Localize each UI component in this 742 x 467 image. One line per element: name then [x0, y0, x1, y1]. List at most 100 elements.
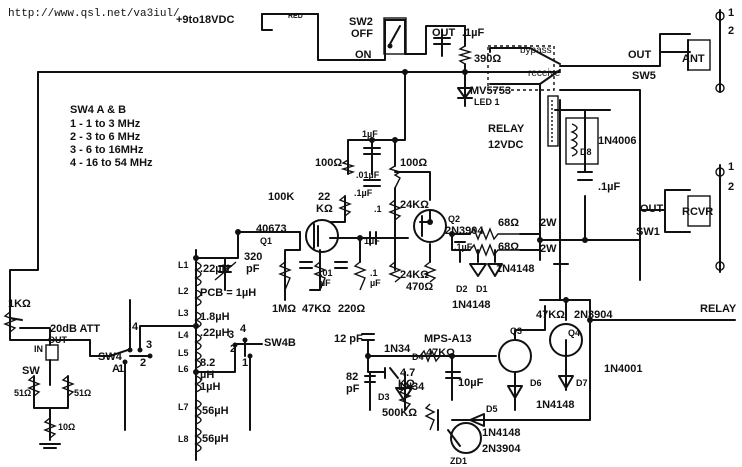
- res-1m: 1MΩ: [272, 303, 296, 315]
- sw4b-pos-2: 2: [230, 343, 236, 355]
- res-10: 10Ω: [58, 422, 75, 432]
- q1-label: Q1: [260, 236, 272, 246]
- q2-label: Q2: [448, 214, 460, 224]
- sw4b-pos-4: 4: [240, 323, 247, 335]
- ant-label: ANT: [682, 53, 705, 65]
- led-resistor-label: 390Ω: [474, 53, 501, 65]
- res-51-a: 51Ω: [14, 388, 31, 398]
- cap-1uf-b: .1µF: [354, 188, 373, 198]
- l1-label: L1: [178, 260, 189, 270]
- control-components: [361, 323, 583, 454]
- ant-jack: [687, 11, 725, 93]
- sw4-band-2: 2 - 3 to 6 MHz: [70, 131, 141, 143]
- cap-82: 82: [346, 371, 358, 383]
- sw4a-pos-2: 2: [140, 357, 146, 369]
- led-name-label: LED 1: [474, 97, 500, 107]
- sw4-rotary: [109, 337, 263, 365]
- attenuator-components: [3, 311, 75, 449]
- amp-resistors: [278, 159, 520, 291]
- res-47k-ctl: 47KΩ: [426, 347, 455, 359]
- d8-label: D8: [580, 147, 592, 157]
- rcvr-out-label: OUT: [640, 203, 664, 215]
- sw4a-pos-3: 3: [146, 339, 152, 351]
- diode-1n4148-ctl: 1N4148: [536, 399, 575, 411]
- bypass-capacitor: [433, 37, 451, 45]
- l8-label: L8: [178, 434, 189, 444]
- sw4-band-4: 4 - 16 to 54 MHz: [70, 157, 153, 169]
- d2-label: D2: [456, 284, 468, 294]
- l6-label: L6: [178, 364, 189, 374]
- relay-voltage-label: 12VDC: [488, 139, 524, 151]
- out-label-top: OUT: [432, 27, 456, 39]
- sw4a-label: SW4: [98, 351, 123, 363]
- cap-1-e: .1: [370, 268, 378, 278]
- sw4a-pos-1: 1: [118, 363, 124, 375]
- fet-type-label: 40673: [256, 223, 287, 235]
- d7-label: D7: [576, 378, 588, 388]
- l4-label: L4: [178, 330, 189, 340]
- sw1-label: SW1: [636, 226, 660, 238]
- pot-500k: 500KΩ: [382, 407, 417, 419]
- resistor-390: [457, 45, 473, 65]
- zd1-label: ZD1: [450, 456, 467, 466]
- bypass-label: bypass: [520, 45, 552, 56]
- cap-1uf-top: 1µF: [362, 129, 378, 139]
- res-68-a: 68Ω: [498, 217, 519, 229]
- sw2-switch: [383, 17, 407, 55]
- supply-label: +9to18VDC: [176, 14, 234, 26]
- d5-label: D5: [486, 404, 498, 414]
- rcvr-label: RCVR: [682, 206, 713, 218]
- receive-label: receive: [528, 68, 561, 79]
- diode-1n4001: 1N4001: [604, 363, 643, 375]
- d1-label: D1: [476, 284, 488, 294]
- cap-01uf-a: .01µF: [356, 170, 380, 180]
- res-51-b: 51Ω: [74, 388, 91, 398]
- l7-value: 56µH: [202, 405, 229, 417]
- led-diode-label: MV5753: [470, 85, 511, 97]
- res-24k-b: 24KΩ: [400, 269, 429, 281]
- cap-12pf: 12 pF: [334, 333, 363, 345]
- c320-value: 320: [244, 251, 262, 263]
- res-470: 470Ω: [406, 281, 433, 293]
- l7-label: L7: [178, 402, 189, 412]
- pcb-label: PCB = 1µH: [200, 287, 256, 299]
- d3-label: D3: [378, 392, 390, 402]
- d1-type-label: 1N4148: [496, 263, 535, 275]
- res-68-b: 68Ω: [498, 241, 519, 253]
- q5-type: 2N3904: [482, 443, 521, 455]
- cap-1-c: .1: [374, 204, 382, 214]
- rcvr-jack: [687, 167, 725, 271]
- ant-pin-2: 2: [728, 25, 734, 37]
- cap-10uf: 10µF: [458, 377, 484, 389]
- l8-value: 56µH: [202, 433, 229, 445]
- relay-coil: [565, 117, 599, 181]
- sw5-label: SW5: [632, 70, 656, 82]
- sw4-legend-title: SW4 A & B: [70, 104, 126, 116]
- res-100-b: 100Ω: [400, 157, 427, 169]
- sw4b-label: SW4B: [264, 337, 296, 349]
- d3-type: 1N34: [398, 381, 425, 393]
- red-wire-label: RED: [288, 13, 303, 20]
- relay-label: RELAY: [488, 123, 525, 135]
- sw4-band-3: 3 - 6 to 16MHz: [70, 144, 144, 156]
- res-22k-unit: KΩ: [316, 203, 333, 215]
- sw4b-pos-1: 1: [242, 357, 248, 369]
- cap-1uf-d: .1µF: [454, 242, 473, 252]
- l3-value: 1.8µH: [200, 311, 230, 323]
- source-url: http://www.qsl.net/va3iul/: [8, 8, 180, 20]
- ant-out-label: OUT: [628, 49, 652, 61]
- sw2-off-label: OFF: [351, 28, 373, 40]
- att-out-label: OUT: [48, 335, 68, 345]
- rcvr-pin-1: 1: [728, 161, 734, 173]
- filter-inductors: [194, 261, 237, 453]
- d2-type-label: 1N4148: [452, 299, 491, 311]
- cap-82-unit: pF: [346, 383, 360, 395]
- res-100-a: 100Ω: [315, 157, 342, 169]
- cap-01-b-unit: µF: [320, 278, 331, 288]
- wires: [9, 9, 736, 461]
- l6-unit: µH: [200, 369, 214, 381]
- c320-unit: pF: [246, 263, 260, 275]
- l2-label: L2: [178, 286, 189, 296]
- att-in-label: IN: [34, 344, 43, 354]
